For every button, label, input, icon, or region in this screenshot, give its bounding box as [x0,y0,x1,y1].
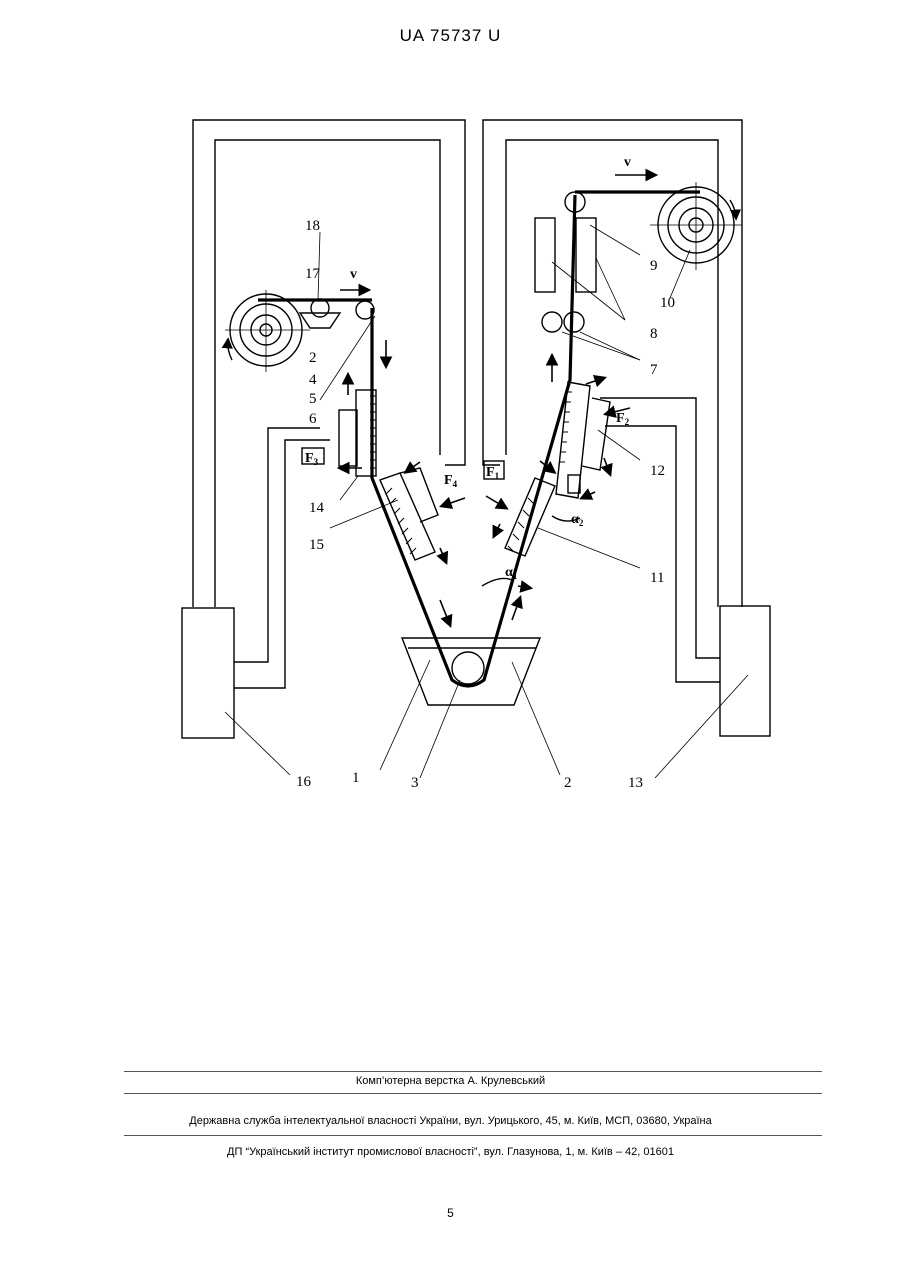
issuer-address: Державна служба інтелектуальної власност… [0,1115,901,1127]
publisher-address: ДП “Український інститут промислової вла… [0,1146,901,1158]
footer-rule-1 [124,1071,822,1072]
label-7: 7 [650,362,658,378]
label-2-left: 2 [309,350,317,366]
dryer-right [576,218,596,292]
page-number: 5 [0,1206,901,1220]
force-f3-label: F3 [305,451,319,467]
label-9: 9 [650,258,658,274]
label-13: 13 [628,775,643,791]
footer-rule-2 [124,1093,822,1094]
label-17: 17 [305,266,321,282]
velocity-right-label: v [624,155,631,170]
label-12: 12 [650,463,665,479]
label-3: 3 [411,775,419,791]
label-18: 18 [305,218,320,234]
layout-credit: Комп’ютерна верстка А. Крулевський [0,1075,901,1087]
label-16: 16 [296,774,312,790]
control-unit-16 [182,608,234,738]
angle-a2-label: α2 [571,512,584,528]
force-f2-label: F2 [616,411,630,427]
control-unit-13 [720,606,770,736]
label-4: 4 [309,372,317,388]
label-6: 6 [309,411,317,427]
bath-roller [452,652,484,684]
force-f1-label: F1 [486,465,500,481]
label-10: 10 [660,295,675,311]
force-f4-label: F4 [444,473,458,489]
right-frame-inner [506,140,718,607]
tape-left [372,195,575,686]
label-1: 1 [352,770,360,786]
left-frame-outer [193,120,465,607]
label-14: 14 [309,500,325,516]
label-15: 15 [309,537,324,553]
nozzle-12 [556,382,590,498]
footer-rule-3 [124,1135,822,1136]
dryer-left [535,218,555,292]
left-frame-inner [215,140,440,607]
label-2-right: 2 [564,775,572,791]
label-8: 8 [650,326,658,342]
velocity-left-label: v [350,267,357,282]
label-11: 11 [650,570,664,586]
label-5: 5 [309,391,317,407]
